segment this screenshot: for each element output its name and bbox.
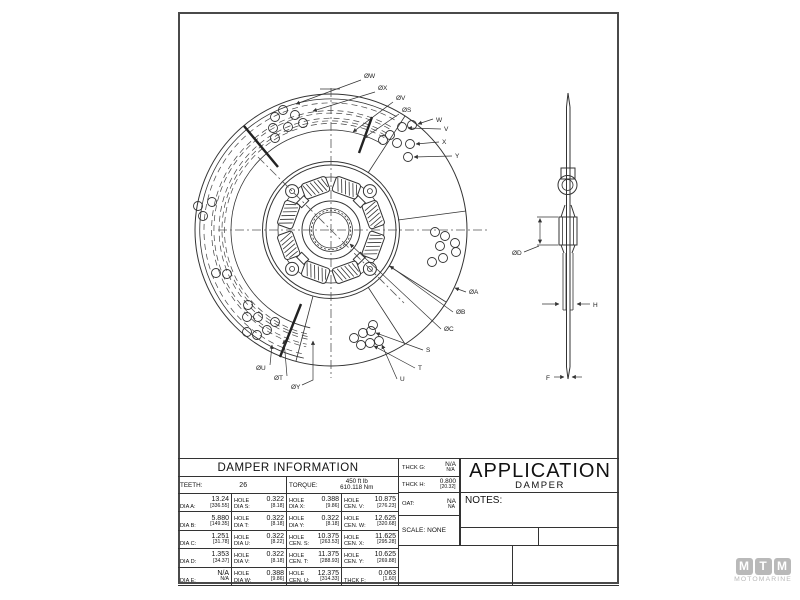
label-dia-a: ØA <box>469 289 479 296</box>
damper-drawing: ØW ØX ØV ØS W V X Y ØA ØB ØC S T U ØU ØT… <box>193 73 598 391</box>
label-dia-w: ØW <box>364 73 376 80</box>
label-hole-v: V <box>444 126 449 133</box>
table-cell: THCK F:0.063[1.60] <box>342 567 399 586</box>
label-hole-x: X <box>442 139 447 146</box>
label-dia-x: ØX <box>378 85 388 92</box>
table-cell: DIA D:1.353[34.37] <box>178 549 232 568</box>
notes-label: NOTES: <box>465 495 503 506</box>
label-dim-f: F <box>546 375 550 382</box>
table-cell: DIA B:5.880[149.35] <box>178 512 232 531</box>
label-hole-w: W <box>436 117 443 124</box>
logo-letter: M <box>773 558 791 575</box>
label-dia-s: ØS <box>402 107 412 114</box>
torque-label: TORQUE: <box>289 481 318 489</box>
label-dia-c: ØC <box>444 326 454 333</box>
title-block: DAMPER INFORMATION TEETH: 26 TORQUE: 450… <box>178 458 619 586</box>
label-dia-v: ØV <box>396 95 406 102</box>
damper-front-view: ØW ØX ØV ØS W V X Y ØA ØB ØC S T U ØU ØT… <box>193 73 488 391</box>
application-title: APPLICATION <box>469 459 611 482</box>
label-hole-t: T <box>418 365 422 372</box>
teeth-label: TEETH: <box>180 481 203 489</box>
label-hole-y: Y <box>455 153 460 160</box>
teeth-cell: TEETH: 26 <box>178 477 287 494</box>
logo-letter: T <box>754 558 772 575</box>
empty-cell <box>399 546 512 586</box>
thck-h-cell: THCK H: 0.800[20.32] <box>399 477 460 493</box>
application-subtitle: DAMPER <box>515 479 565 491</box>
bolt-hole-pattern <box>193 105 461 350</box>
label-hole-s: S <box>426 347 431 354</box>
table-title: DAMPER INFORMATION <box>178 459 399 477</box>
table-cell: DIA A:13.24[336.55] <box>178 494 232 513</box>
logo-name: MOTOMARINE <box>734 576 792 583</box>
leader-lines <box>269 79 467 386</box>
mtm-logo: M T M MOTOMARINE <box>733 558 793 583</box>
empty-cell <box>512 546 619 586</box>
table-cell: DIA C:1.251[31.78] <box>178 530 232 550</box>
label-dia-u: ØU <box>256 365 266 372</box>
logo-letter: M <box>735 558 753 575</box>
label-hole-u: U <box>400 376 405 383</box>
scale-cell: SCALE: NONE <box>399 516 460 546</box>
application-block: APPLICATION DAMPER <box>460 459 619 493</box>
teeth-value: 26 <box>239 481 248 489</box>
scale-value: NONE <box>427 527 446 534</box>
notes-block: NOTES: <box>460 493 619 528</box>
label-dia-d: ØD <box>512 250 522 257</box>
damper-side-view: ØD H F <box>512 92 598 382</box>
label-dim-h: H <box>593 302 598 309</box>
label-dia-b: ØB <box>456 309 465 316</box>
empty-cell <box>538 528 619 546</box>
label-dia-t: ØT <box>274 375 283 382</box>
damper-info-table: DAMPER INFORMATION TEETH: 26 TORQUE: 450… <box>178 459 399 586</box>
label-dia-y: ØY <box>291 384 301 391</box>
empty-cell <box>460 528 538 546</box>
